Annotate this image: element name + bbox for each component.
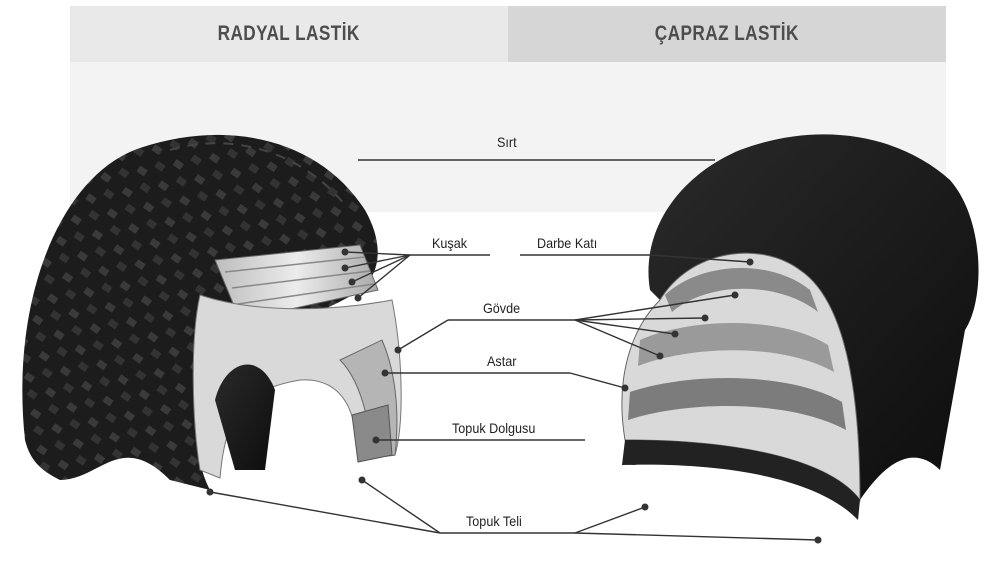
label-breaker: Darbe Katı bbox=[537, 235, 597, 251]
callout-dot bbox=[355, 295, 362, 302]
callout-dot bbox=[672, 331, 679, 338]
callout-dot bbox=[732, 292, 739, 299]
leader-line-liner bbox=[570, 373, 625, 388]
label-body-ply: Gövde bbox=[483, 300, 520, 316]
callout-dot bbox=[349, 279, 356, 286]
radial-tire bbox=[22, 135, 401, 490]
callout-dot bbox=[642, 504, 649, 511]
callout-dot bbox=[382, 370, 389, 377]
callout-dot bbox=[359, 477, 366, 484]
callout-dot bbox=[342, 249, 349, 256]
leader-line-bead-wire bbox=[575, 507, 645, 533]
label-liner: Astar bbox=[487, 353, 516, 369]
radial-bead-filler bbox=[352, 405, 392, 462]
cross-ply-tire bbox=[622, 134, 979, 520]
callout-dot bbox=[207, 489, 214, 496]
callout-dot bbox=[815, 537, 822, 544]
callout-dot bbox=[702, 315, 709, 322]
leader-line-bead-wire bbox=[575, 533, 818, 540]
leader-line-body-ply bbox=[398, 320, 448, 350]
callout-dot bbox=[395, 347, 402, 354]
label-belt: Kuşak bbox=[432, 235, 467, 251]
leader-line-bead-wire bbox=[362, 480, 440, 533]
callout-dot bbox=[747, 259, 754, 266]
label-tread: Sırt bbox=[497, 134, 517, 150]
callout-dot bbox=[342, 265, 349, 272]
label-bead-wire: Topuk Teli bbox=[466, 513, 522, 529]
callout-dot bbox=[373, 437, 380, 444]
leader-line-bead-wire bbox=[210, 492, 440, 533]
label-bead-filler: Topuk Dolgusu bbox=[452, 420, 535, 436]
callout-dot bbox=[657, 353, 664, 360]
callout-dot bbox=[622, 385, 629, 392]
radial-sidewall-cut bbox=[215, 365, 275, 470]
